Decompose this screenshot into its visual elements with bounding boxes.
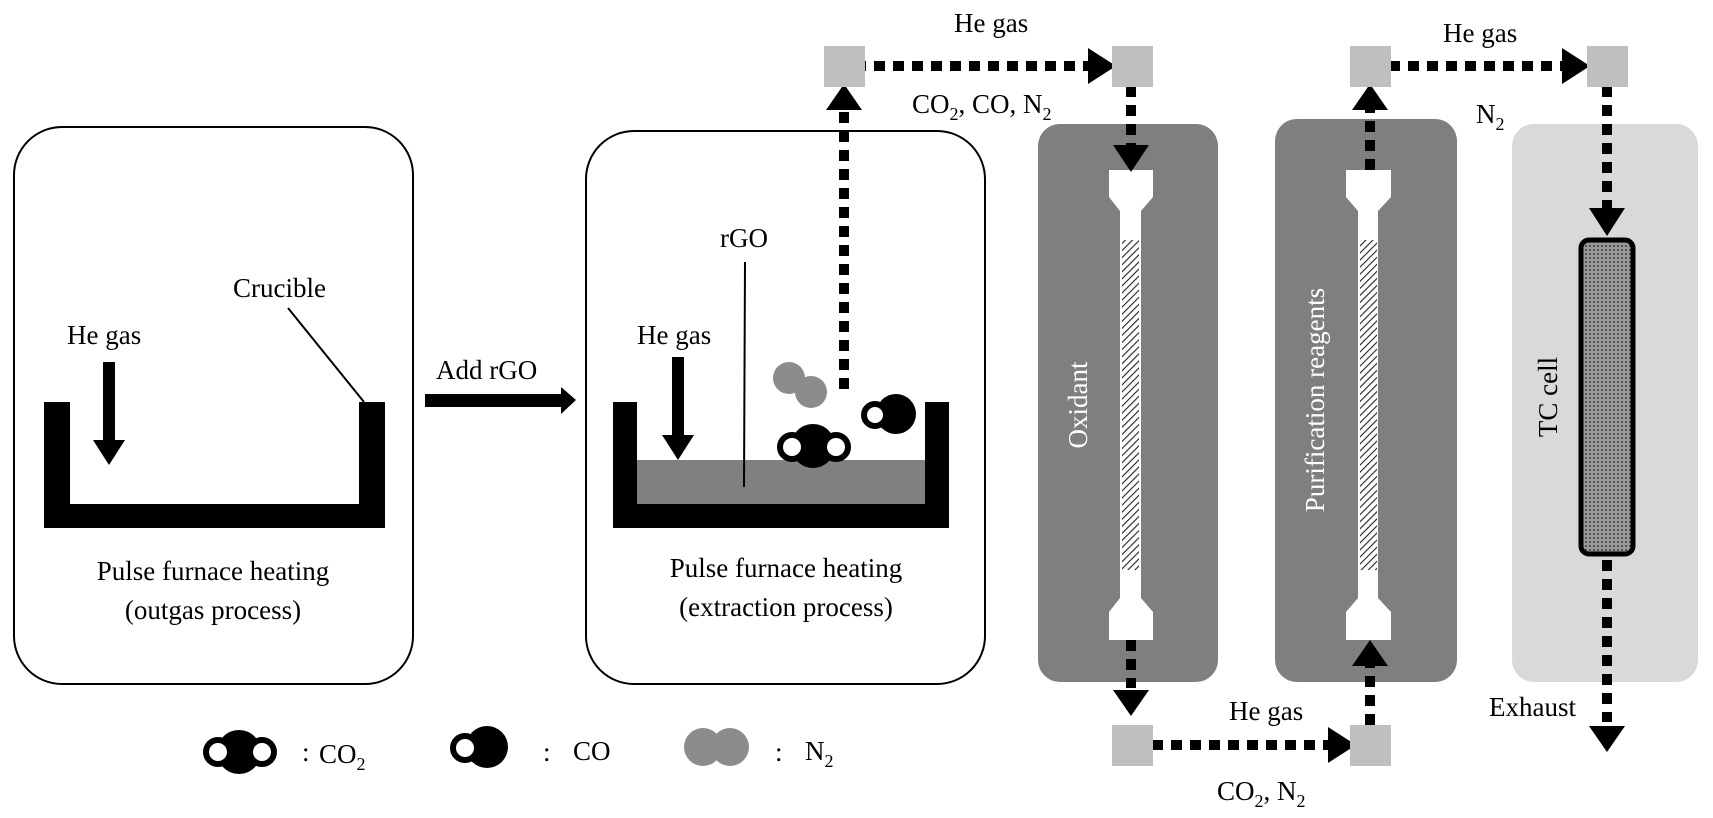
- rgo-label: rGO: [720, 223, 768, 253]
- extraction-caption-line1: Pulse furnace heating: [670, 553, 902, 583]
- legend-n2-separator: :: [775, 737, 783, 767]
- node-f: [1587, 46, 1628, 87]
- rgo-sample: [637, 460, 925, 504]
- co-molecule-released: [861, 394, 916, 434]
- oxidant-label: Oxidant: [1063, 361, 1093, 448]
- bottom-flow-he-gas-label: He gas: [1229, 696, 1303, 726]
- legend-n2-molecule: [684, 728, 749, 766]
- arrowhead-exhaust: [1589, 726, 1625, 752]
- flow-arrowheads: [826, 48, 1625, 763]
- legend-co2-molecule: [203, 730, 277, 774]
- legend-n2-label: N2: [805, 736, 834, 771]
- arrowhead-down-c: [1113, 690, 1149, 716]
- node-e: [1350, 46, 1391, 87]
- crucible-pointer-line: [287, 307, 365, 403]
- legend-co2-separator: :: [302, 737, 310, 767]
- crucible-label: Crucible: [233, 273, 326, 303]
- outgas-caption-line1: Pulse furnace heating: [97, 556, 329, 586]
- top-flow-1-he-gas-label: He gas: [954, 8, 1028, 38]
- purification-tube: [1346, 170, 1391, 640]
- legend: : CO2 : CO : N2: [203, 726, 834, 774]
- extraction-he-gas-label: He gas: [637, 320, 711, 350]
- legend-co-molecule: [450, 726, 508, 768]
- bottom-flow-species-label: CO2, N2: [1217, 776, 1306, 811]
- flow-lines: [839, 61, 1612, 750]
- n2-molecule-released: [773, 362, 827, 408]
- top-flow-2-species-label: N2: [1476, 99, 1505, 134]
- arrowhead-down-tc: [1589, 208, 1625, 236]
- co2-molecule-released: [777, 424, 851, 468]
- arrowhead-up-a: [826, 84, 862, 110]
- node-a: [824, 46, 865, 87]
- outgas-furnace-panel: Crucible He gas Pulse furnace heating (o…: [13, 126, 414, 685]
- top-flow-1-species-label: CO2, CO, N2: [912, 89, 1052, 124]
- arrowhead-right-d: [1328, 727, 1356, 763]
- filled-crucible: [613, 402, 949, 528]
- oxidant-tube: [1109, 170, 1153, 640]
- outgas-furnace-frame: [13, 126, 414, 685]
- node-b: [1112, 46, 1153, 87]
- outgas-he-gas-label: He gas: [67, 320, 141, 350]
- legend-co-label: CO: [573, 736, 611, 766]
- node-c: [1112, 725, 1153, 766]
- add-rgo-arrow: Add rGO: [425, 355, 576, 414]
- arrowhead-down-oxidant: [1113, 145, 1149, 172]
- extraction-furnace-frame: [585, 130, 986, 685]
- top-flow-2-he-gas-label: He gas: [1443, 18, 1517, 48]
- exhaust-label: Exhaust: [1489, 692, 1576, 722]
- legend-co2-label: CO2: [319, 739, 366, 774]
- legend-co-separator: :: [543, 737, 551, 767]
- tc-cell: [1578, 237, 1636, 557]
- extraction-caption-line2: (extraction process): [679, 592, 893, 622]
- outgas-he-inlet-arrow: [93, 362, 125, 465]
- arrowhead-right-f: [1562, 48, 1590, 84]
- add-rgo-label: Add rGO: [436, 355, 537, 385]
- node-d: [1350, 725, 1391, 766]
- extraction-he-inlet-arrow: [662, 357, 694, 460]
- empty-crucible: [44, 402, 385, 528]
- rgo-pointer-line: [743, 261, 746, 488]
- extraction-furnace-panel: rGO He gas Pulse furnace heating (extrac…: [585, 130, 986, 685]
- arrowhead-up-e: [1352, 84, 1388, 110]
- tc-cell-label: TC cell: [1533, 357, 1563, 437]
- arrowhead-up-purification: [1352, 640, 1388, 666]
- purification-label: Purification reagents: [1300, 288, 1330, 512]
- junction-nodes: [824, 46, 1628, 766]
- arrowhead-right-b: [1088, 48, 1116, 84]
- outgas-caption-line2: (outgas process): [125, 595, 301, 625]
